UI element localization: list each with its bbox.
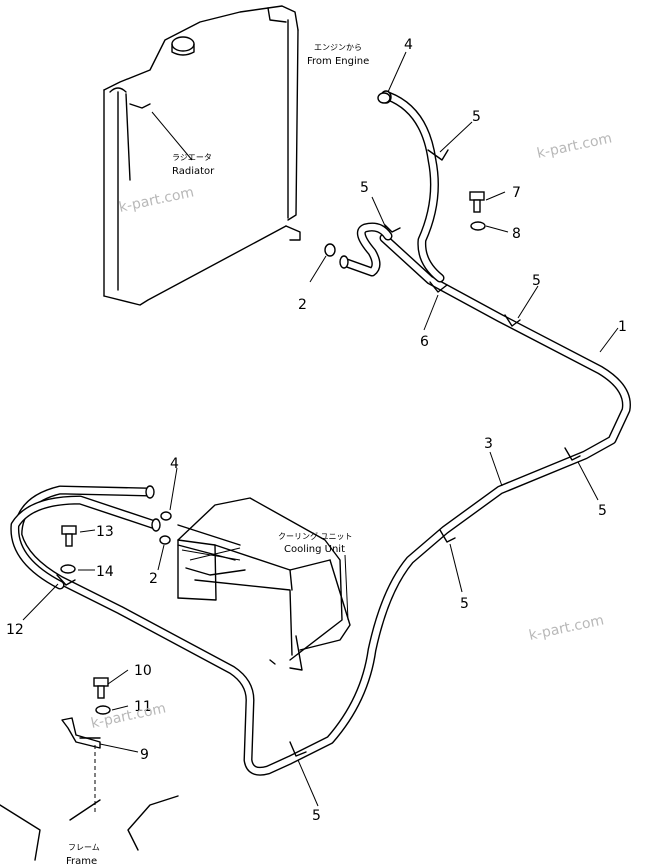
- leader-lines: [22, 51, 619, 807]
- from-engine-jp-label: エンジンから: [314, 43, 362, 52]
- callout-4-low: 4: [170, 456, 179, 472]
- pipe: [10, 90, 631, 776]
- radiator-jp-label: ラジエータ: [172, 153, 212, 162]
- callout-11: 11: [134, 699, 152, 715]
- text-labels: エンジンから From Engine ラジエータ Radiator クーリング …: [66, 43, 369, 866]
- callout-14: 14: [96, 564, 114, 580]
- cooling-unit-label: Cooling Unit: [284, 544, 345, 555]
- callout-7: 7: [512, 185, 521, 201]
- watermark-3: k-part.com: [528, 612, 606, 644]
- callout-9: 9: [140, 747, 149, 763]
- watermark-2: k-part.com: [118, 184, 196, 216]
- callout-8: 8: [512, 226, 521, 242]
- clamps: [56, 92, 581, 757]
- radiator-label: Radiator: [172, 166, 215, 177]
- callout-5-e: 5: [460, 596, 469, 612]
- callout-2-low: 2: [149, 571, 158, 587]
- radiator: [103, 5, 301, 306]
- callout-12: 12: [6, 622, 24, 638]
- cooling-unit-jp-label: クーリング ユニット: [278, 531, 353, 541]
- from-engine-label: From Engine: [307, 56, 369, 67]
- callout-4-top: 4: [404, 37, 413, 53]
- watermark-1: k-part.com: [536, 130, 614, 162]
- watermarks: k-part.com k-part.com k-part.com k-part.…: [90, 130, 614, 732]
- callout-2-top: 2: [298, 297, 307, 313]
- callout-10: 10: [134, 663, 152, 679]
- callout-5-f: 5: [312, 808, 321, 824]
- frame: [0, 745, 179, 861]
- callout-5-b: 5: [360, 180, 369, 196]
- bolts: [60, 191, 486, 749]
- callout-5-d: 5: [598, 503, 607, 519]
- callout-5-c: 5: [532, 273, 541, 289]
- cooling-unit: [177, 497, 351, 671]
- frame-label: Frame: [66, 856, 97, 866]
- callout-6: 6: [420, 334, 429, 350]
- callout-3: 3: [484, 436, 493, 452]
- watermark-4: k-part.com: [90, 700, 168, 732]
- callout-5-a: 5: [472, 109, 481, 125]
- callout-13: 13: [96, 524, 114, 540]
- callout-numbers: 4 5 5 7 8 2 5 6 1 3 5 5 4 2 13 14 12 10 …: [6, 37, 627, 824]
- callout-1: 1: [618, 319, 627, 335]
- frame-jp-label: フレーム: [68, 843, 100, 852]
